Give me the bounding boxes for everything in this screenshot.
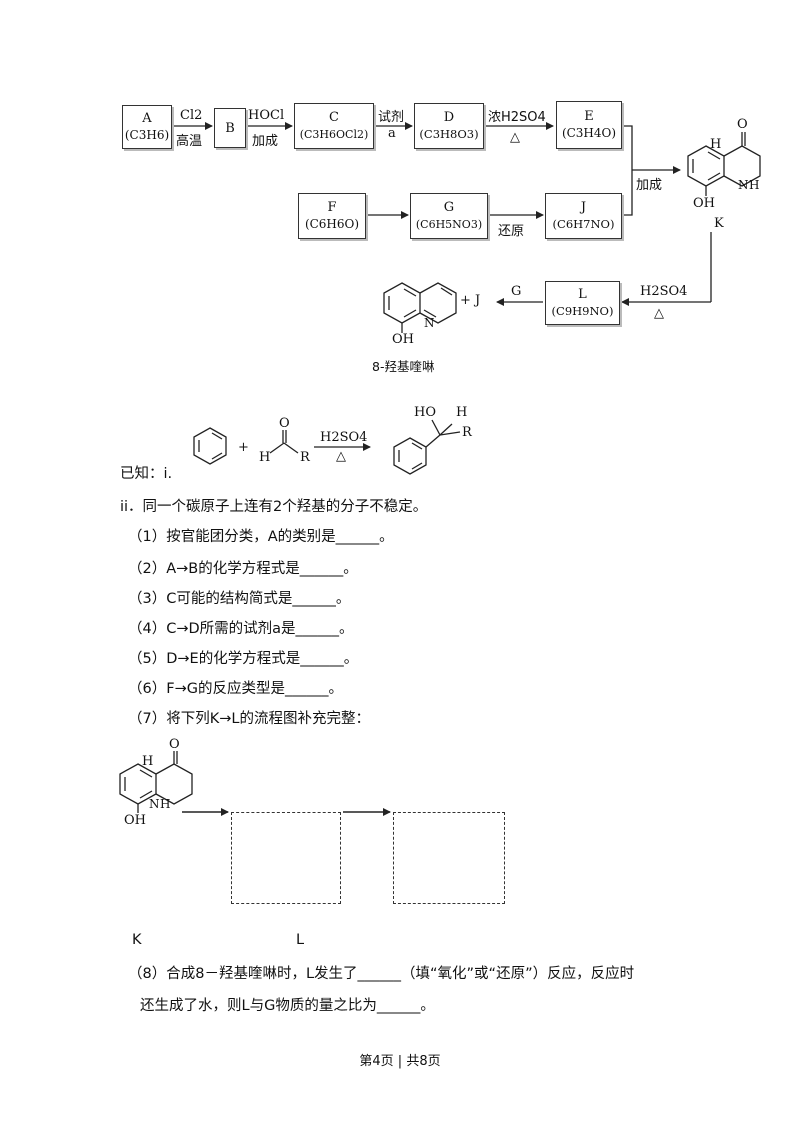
box-g-formula: (C6H5NO3) [415,218,483,231]
k-o: O [737,117,748,132]
k-label: K [714,216,724,231]
product-oh: OH [392,332,414,347]
k-h: H [710,137,722,152]
structure-benzene [193,427,227,465]
box-j-name: J [580,200,587,215]
box-g: G (C6H5NO3) [410,193,488,239]
label-ab-top: Cl2 [180,108,203,123]
question-8-line2: 还生成了水，则L与G物质的量之比为______。 [140,998,435,1014]
box-d-name: D [443,110,455,125]
box-g-name: G [443,200,455,215]
box-d-formula: (C3H8O3) [419,127,479,141]
known-prod-r: R [462,425,472,440]
product-name: 8-羟基喹啉 [372,359,435,374]
box-f-name: F [327,200,337,215]
structure-8-hydroxyquinoline [383,282,457,333]
question-8-line1: （8）合成8－羟基喹啉时，L发生了______（填“氧化”或“还原”）反应，反应… [128,966,635,982]
box-a-name: A [142,111,152,126]
q7-h: H [142,754,154,769]
structure-k [687,132,761,196]
product-plus-j: + J [460,293,481,308]
known-ald-r: R [300,450,310,465]
box-d: D (C3H8O3) [414,103,484,149]
label-gj-bottom: 还原 [498,224,525,239]
q7-n: N [149,797,160,811]
known-prod-ho: HO [414,405,436,420]
k-oh: OH [693,196,715,211]
box-f-formula: (C6H6O) [304,217,360,231]
box-e-name: E [584,109,594,124]
label-ek: 加成 [636,178,663,193]
known-prefix: 已知：i. [120,466,173,482]
known-plus: + [238,440,249,455]
box-a: A (C3H6) [122,105,172,149]
box-e: E (C3H4O) [556,101,622,149]
question-4: （4）C→D所需的试剂a是______。 [128,621,354,637]
label-cd-top: 试剂 [378,110,405,125]
label-de-top: 浓H2SO4 [488,110,546,125]
k-nh-h: H [749,178,760,192]
structure-aldehyde [269,430,299,454]
question-2: （2）A→B的化学方程式是______。 [128,561,358,577]
question-6: （6）F→G的反应类型是______。 [128,681,343,697]
k-n: N [738,178,749,192]
box-a-formula: (C3H6) [124,128,170,142]
question-5: （5）D→E的化学方程式是______。 [128,651,359,667]
label-kl-bottom: △ [654,306,664,321]
box-l-name: L [578,287,587,302]
label-bc-top: HOCl [248,108,285,123]
label-ab-bottom: 高温 [176,134,203,149]
box-b-name: B [225,120,235,136]
question-1: （1）按官能团分类，A的类别是______。 [128,529,394,545]
q7-o: O [169,737,180,752]
box-l: L (C9H9NO) [545,281,620,325]
answer-box-2[interactable] [393,812,505,904]
label-cd-bottom: a [388,126,396,141]
box-f: F (C6H6O) [298,193,366,239]
q7-nh-h: H [160,797,171,811]
label-kl-top: H2SO4 [640,284,688,299]
structure-k-q7 [119,751,193,813]
page-footer: 第4页 | 共8页 [359,1054,441,1069]
box-j: J (C6H7NO) [545,193,622,239]
product-n: N [424,316,435,330]
box-c-formula: (C3H6OCl2) [299,128,369,141]
box-b: B [214,108,246,148]
q7-oh: OH [124,813,146,828]
box-l-formula: (C9H9NO) [551,304,614,318]
box-c-name: C [329,110,339,125]
structure-known-product [393,419,461,475]
known-ii: ii．同一个碳原子上连有2个羟基的分子不稳定。 [120,499,428,515]
known-cond: △ [336,449,346,464]
known-ald-h: H [259,450,271,465]
known-prod-h: H [456,405,468,420]
label-lp-top: G [511,284,522,299]
q7-k-label: K [132,932,142,948]
question-3: （3）C可能的结构简式是______。 [128,591,351,607]
box-j-formula: (C6H7NO) [552,217,615,231]
label-bc-bottom: 加成 [252,134,279,149]
answer-box-1[interactable] [231,812,341,904]
question-7: （7）将下列K→L的流程图补充完整： [128,711,370,727]
known-ald-o: O [279,416,290,431]
label-de-bottom: △ [510,130,520,145]
box-e-formula: (C3H4O) [561,126,617,140]
q7-l-label: L [296,932,305,948]
known-reagent: H2SO4 [320,430,368,445]
box-c: C (C3H6OCl2) [294,103,374,149]
